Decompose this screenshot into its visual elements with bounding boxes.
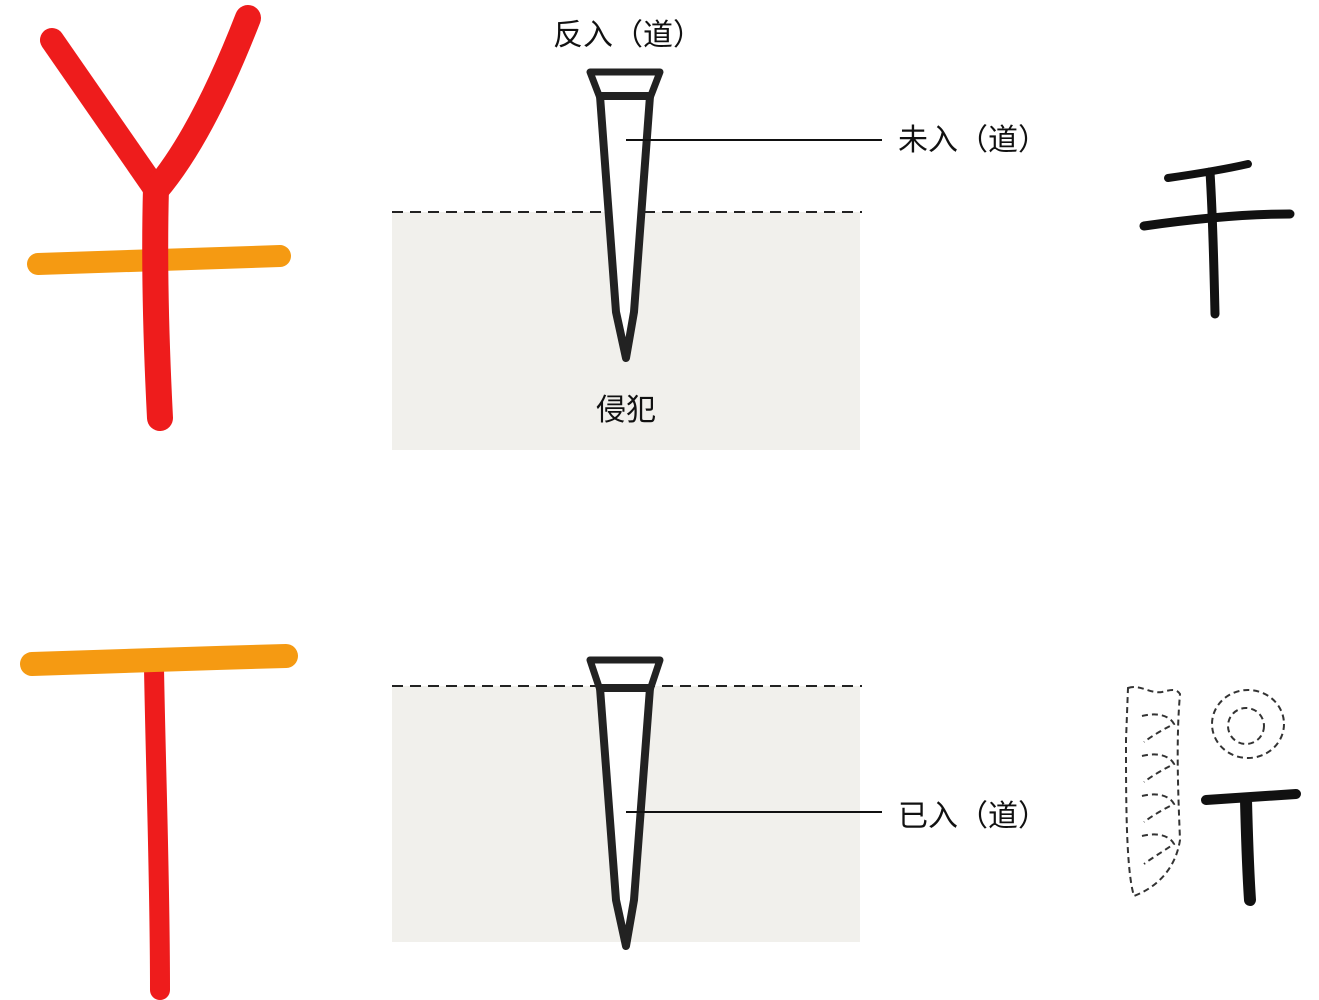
y-glyph-icon bbox=[27, 5, 291, 431]
nail-bottom-icon bbox=[586, 656, 664, 950]
dashed-outer-circle bbox=[1211, 689, 1285, 759]
dashed-side-outline bbox=[1124, 686, 1182, 898]
nail-shank bbox=[596, 684, 654, 950]
dashed-inner-chevron-4 bbox=[1141, 833, 1176, 865]
label-fanru: 反入（道） bbox=[553, 18, 703, 53]
nail-shank bbox=[596, 92, 654, 362]
t-glyph-icon bbox=[20, 644, 298, 1000]
y-glyph-stem bbox=[142, 175, 173, 431]
label-qinfan: 侵犯 bbox=[596, 393, 656, 428]
t-glyph-crossbar bbox=[20, 644, 298, 676]
dashed-inner-chevron-1 bbox=[1141, 713, 1176, 743]
t-glyph-stem bbox=[144, 658, 170, 1000]
label-yiru: 已入（道） bbox=[898, 799, 1048, 834]
ancient-glyph-icon bbox=[1124, 686, 1301, 906]
label-weiru: 未入（道） bbox=[898, 123, 1048, 158]
y-glyph-right-branch bbox=[143, 5, 261, 203]
gan-character-icon bbox=[1139, 160, 1295, 319]
gan-middle-stroke bbox=[1139, 209, 1295, 231]
dashed-inner-chevron-3 bbox=[1141, 793, 1176, 823]
gan-vertical-stroke bbox=[1205, 167, 1220, 319]
nail-top-icon bbox=[586, 68, 664, 362]
y-glyph-left-branch bbox=[40, 28, 168, 202]
dashed-inner-chevron-2 bbox=[1141, 753, 1176, 783]
glyph-t-stem bbox=[1240, 794, 1256, 906]
dashed-inner-circle bbox=[1227, 707, 1265, 745]
